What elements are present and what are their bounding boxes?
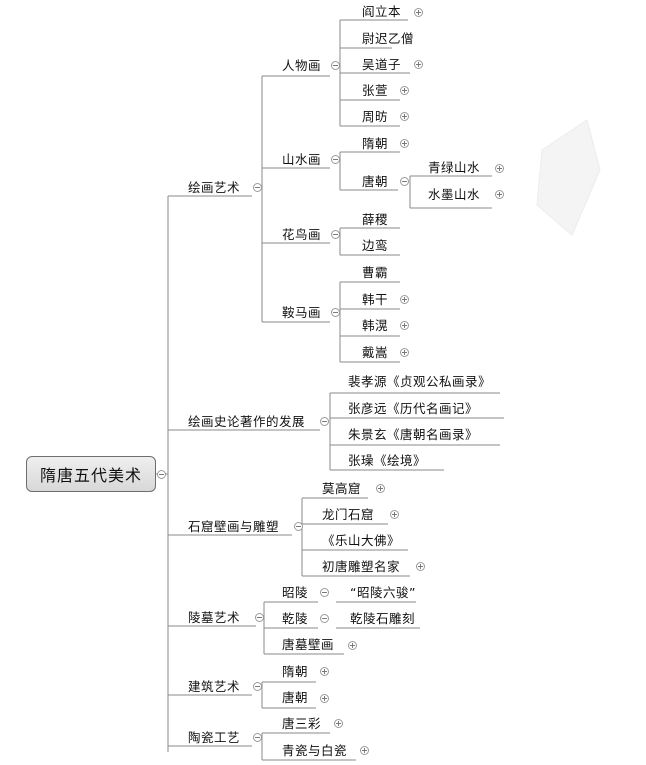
leaf-tangmu-bihua[interactable]: 唐墓壁画 (282, 637, 335, 652)
expand-toggle-icon[interactable] (414, 8, 423, 17)
node-huaniao[interactable]: 花鸟画 (282, 227, 322, 242)
node-anma[interactable]: 鞍马画 (282, 305, 322, 320)
root-node[interactable]: 隋唐五代美术 (26, 456, 156, 492)
collapse-toggle-icon[interactable] (294, 522, 303, 531)
leaf-han-huang[interactable]: 韩滉 (362, 318, 389, 333)
watermark-shape (536, 119, 601, 236)
expand-toggle-icon[interactable] (400, 295, 409, 304)
leaf-zhang-xuan[interactable]: 张萱 (362, 83, 389, 98)
expand-toggle-icon[interactable] (390, 510, 399, 519)
leaf-jianzhu-sui[interactable]: 隋朝 (282, 664, 309, 679)
leaf-yuchi-yiseng[interactable]: 尉迟乙僧 (362, 31, 415, 46)
leaf-zhou-fang[interactable]: 周昉 (362, 109, 389, 124)
expand-toggle-icon[interactable] (400, 86, 409, 95)
leaf-shanshui-sui[interactable]: 隋朝 (362, 136, 389, 151)
expand-toggle-icon[interactable] (348, 641, 357, 650)
branch-shilun[interactable]: 绘画史论著作的发展 (188, 414, 306, 429)
leaf-chutang-sculptors[interactable]: 初唐雕塑名家 (322, 559, 401, 574)
leaf-shuimo-shanshui[interactable]: 水墨山水 (428, 187, 481, 202)
leaf-dai-song[interactable]: 戴嵩 (362, 345, 389, 360)
branch-lingmu[interactable]: 陵墓艺术 (188, 610, 241, 625)
collapse-toggle-icon[interactable] (331, 308, 340, 317)
node-shanshui[interactable]: 山水画 (282, 152, 322, 167)
expand-toggle-icon[interactable] (400, 112, 409, 121)
leaf-wu-daozi[interactable]: 吴道子 (362, 57, 402, 72)
expand-toggle-icon[interactable] (320, 694, 329, 703)
collapse-toggle-icon[interactable] (331, 155, 340, 164)
collapse-toggle-icon[interactable] (253, 682, 262, 691)
leaf-bian-luan[interactable]: 边鸾 (362, 238, 389, 253)
expand-toggle-icon[interactable] (414, 60, 423, 69)
node-shanshui-tang[interactable]: 唐朝 (362, 174, 389, 189)
leaf-zhu-jingxuan[interactable]: 朱景玄《唐朝名画录》 (348, 427, 479, 442)
collapse-toggle-icon[interactable] (253, 183, 262, 192)
branch-shiku[interactable]: 石窟壁画与雕塑 (188, 519, 280, 534)
node-zhaoling[interactable]: 昭陵 (282, 585, 309, 600)
branch-jianzhu[interactable]: 建筑艺术 (188, 679, 241, 694)
leaf-yan-liben[interactable]: 阎立本 (362, 4, 402, 19)
expand-toggle-icon[interactable] (320, 667, 329, 676)
expand-toggle-icon[interactable] (360, 746, 369, 755)
expand-toggle-icon[interactable] (495, 190, 504, 199)
expand-toggle-icon[interactable] (416, 562, 425, 571)
node-qianling[interactable]: 乾陵 (282, 611, 309, 626)
collapse-toggle-icon[interactable] (320, 417, 329, 426)
leaf-qinglv-shanshui[interactable]: 青绿山水 (428, 160, 481, 175)
branch-taoci[interactable]: 陶瓷工艺 (188, 730, 241, 745)
leaf-zhang-yanyuan[interactable]: 张彦远《历代名画记》 (348, 401, 479, 416)
leaf-xue-ji[interactable]: 薛稷 (362, 212, 389, 227)
collapse-toggle-icon[interactable] (255, 613, 264, 622)
collapse-toggle-icon[interactable] (320, 614, 329, 623)
leaf-qingci-baici[interactable]: 青瓷与白瓷 (282, 743, 348, 758)
leaf-mogao[interactable]: 莫高窟 (322, 481, 362, 496)
collapse-toggle-icon[interactable] (331, 61, 340, 70)
leaf-leshan[interactable]: 《乐山大佛》 (322, 533, 401, 548)
expand-toggle-icon[interactable] (400, 321, 409, 330)
branch-huihua[interactable]: 绘画艺术 (188, 180, 241, 195)
leaf-pei-xiaoyuan[interactable]: 裴孝源《贞观公私画录》 (348, 374, 492, 389)
expand-toggle-icon[interactable] (495, 164, 504, 173)
leaf-zhang-zao[interactable]: 张璪《绘境》 (348, 453, 427, 468)
collapse-toggle-icon[interactable] (157, 470, 166, 479)
expand-toggle-icon[interactable] (400, 139, 409, 148)
leaf-tang-sancai[interactable]: 唐三彩 (282, 716, 322, 731)
expand-toggle-icon[interactable] (334, 719, 343, 728)
expand-toggle-icon[interactable] (376, 484, 385, 493)
expand-toggle-icon[interactable] (400, 348, 409, 357)
collapse-toggle-icon[interactable] (253, 733, 262, 742)
leaf-cao-ba[interactable]: 曹霸 (362, 265, 389, 280)
leaf-jianzhu-tang[interactable]: 唐朝 (282, 690, 309, 705)
collapse-toggle-icon[interactable] (320, 588, 329, 597)
collapse-toggle-icon[interactable] (400, 177, 409, 186)
node-renwu[interactable]: 人物画 (282, 58, 322, 73)
collapse-toggle-icon[interactable] (331, 230, 340, 239)
leaf-zhaoling-liujun[interactable]: “昭陵六骏” (350, 585, 416, 600)
leaf-qianling-carving[interactable]: 乾陵石雕刻 (350, 611, 416, 626)
leaf-han-gan[interactable]: 韩干 (362, 292, 389, 307)
leaf-longmen[interactable]: 龙门石窟 (322, 507, 375, 522)
